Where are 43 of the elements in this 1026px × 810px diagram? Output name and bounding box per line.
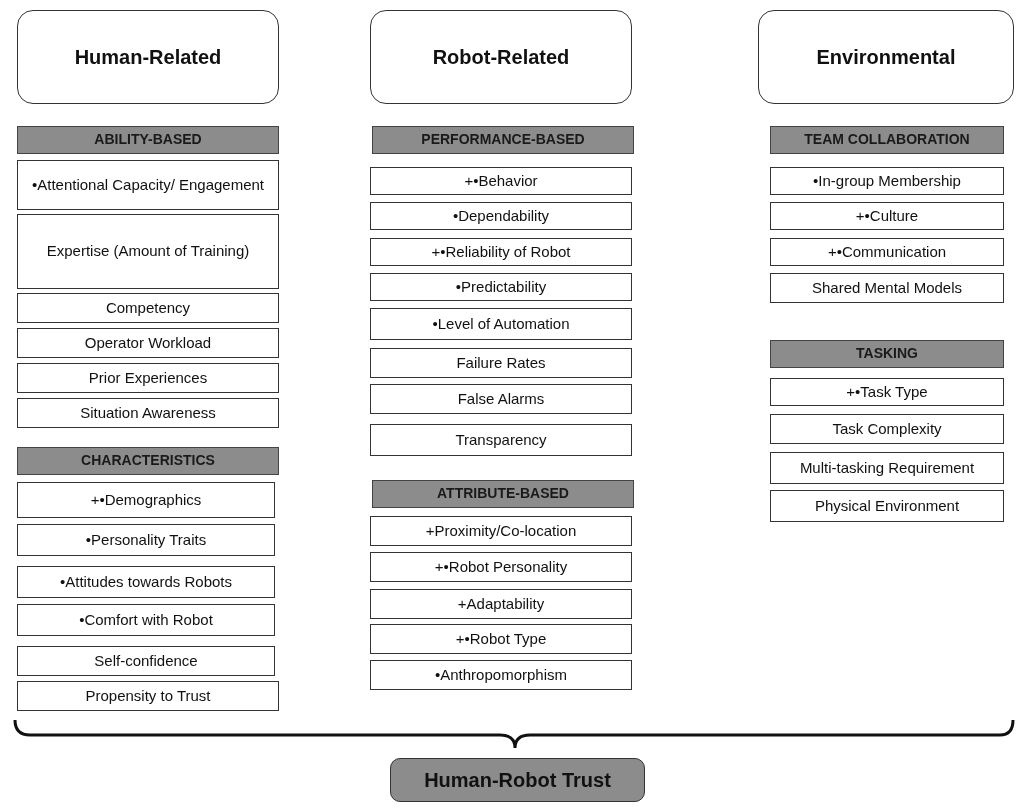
factor-item: •Predictability	[370, 273, 632, 301]
factor-item: +•Communication	[770, 238, 1004, 266]
factor-item: •Anthropomorphism	[370, 660, 632, 690]
factor-item: Self-confidence	[17, 646, 275, 676]
factor-item: +Adaptability	[370, 589, 632, 619]
factor-item: Propensity to Trust	[17, 681, 279, 711]
factor-item: +•Demographics	[17, 482, 275, 518]
category-banner: ATTRIBUTE-BASED	[372, 480, 634, 508]
trust-outcome-box: Human-Robot Trust	[390, 758, 645, 802]
factor-item: Task Complexity	[770, 414, 1004, 444]
factor-item: Expertise (Amount of Training)	[17, 214, 279, 289]
factor-item: Physical Environment	[770, 490, 1004, 522]
column-heading-card: Robot-Related	[370, 10, 632, 104]
factor-item: +•Culture	[770, 202, 1004, 230]
factor-item: +•Robot Personality	[370, 552, 632, 582]
factor-item: Transparency	[370, 424, 632, 456]
category-banner: TASKING	[770, 340, 1004, 368]
factor-item: +•Task Type	[770, 378, 1004, 406]
factor-item: False Alarms	[370, 384, 632, 414]
category-banner: ABILITY-BASED	[17, 126, 279, 154]
factor-item: +•Behavior	[370, 167, 632, 195]
factor-item: •Comfort with Robot	[17, 604, 275, 636]
factor-item: •Personality Traits	[17, 524, 275, 556]
factor-item: Failure Rates	[370, 348, 632, 378]
factor-item: Situation Awareness	[17, 398, 279, 428]
column-heading-card: Human-Related	[17, 10, 279, 104]
factor-item: Shared Mental Models	[770, 273, 1004, 303]
factor-item: +•Robot Type	[370, 624, 632, 654]
factor-item: +•Reliability of Robot	[370, 238, 632, 266]
factor-item: Multi-tasking Requirement	[770, 452, 1004, 484]
factor-item: •Dependability	[370, 202, 632, 230]
column-heading-card: Environmental	[758, 10, 1014, 104]
category-banner: PERFORMANCE-BASED	[372, 126, 634, 154]
factor-item: Prior Experiences	[17, 363, 279, 393]
category-banner: TEAM COLLABORATION	[770, 126, 1004, 154]
factor-item: +Proximity/Co-location	[370, 516, 632, 546]
factor-item: •Level of Automation	[370, 308, 632, 340]
category-banner: CHARACTERISTICS	[17, 447, 279, 475]
factor-item: Competency	[17, 293, 279, 323]
factor-item: Operator Workload	[17, 328, 279, 358]
factor-item: •Attitudes towards Robots	[17, 566, 275, 598]
factor-item: •In-group Membership	[770, 167, 1004, 195]
factor-item: •Attentional Capacity/ Engagement	[17, 160, 279, 210]
